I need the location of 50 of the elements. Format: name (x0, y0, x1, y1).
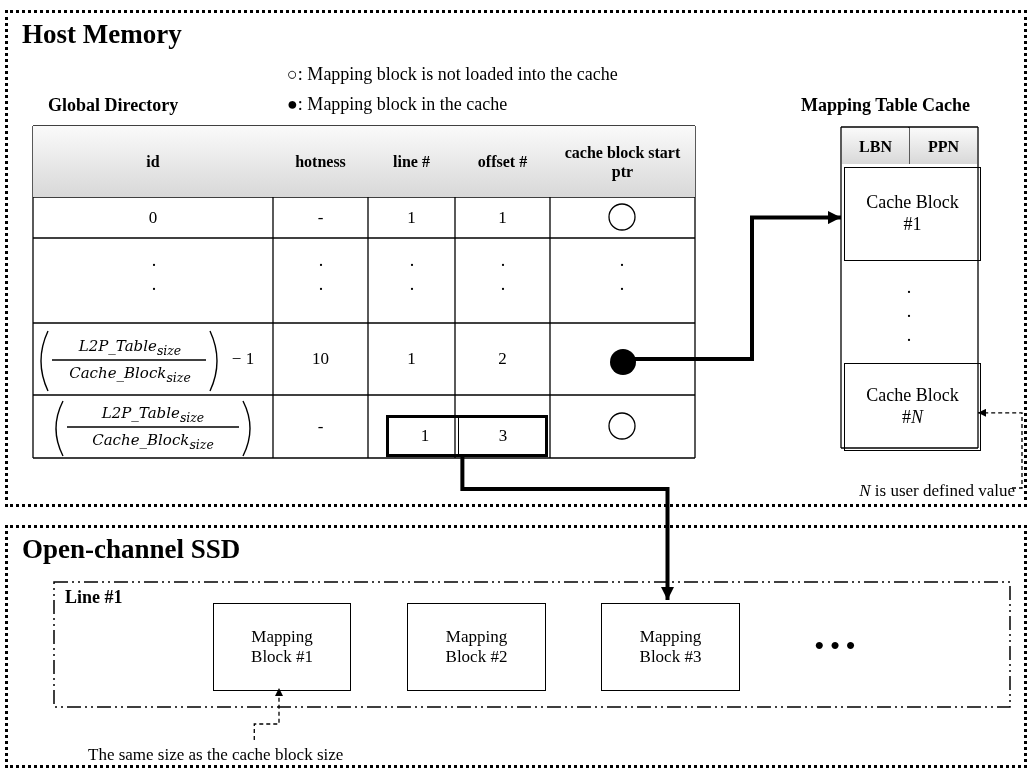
formula-term: L2P_Table$_{size}$ (100, 403, 206, 425)
formula-term: Cache_Block$_{size}$ (91, 429, 215, 453)
table-value: - (316, 415, 325, 438)
legend-text: ○: Mapping block is not loaded into the cache (287, 63, 618, 86)
cache-block: Cache Block #1 (844, 167, 981, 261)
table-value: 1 (419, 425, 431, 447)
table-title: Mapping Table Cache (799, 95, 971, 116)
leader-line (977, 408, 1023, 489)
column-header: hotness (273, 126, 368, 197)
ellipsis-dots: • • • (813, 632, 857, 660)
leader-line (253, 687, 283, 741)
legend-text: ●: Mapping block in the cache (287, 93, 508, 116)
table-value: 1 (406, 206, 417, 229)
column-header: offset # (455, 126, 550, 197)
column-header: cache block start ptr (550, 126, 695, 197)
ellipsis-dots: . . . (905, 276, 913, 347)
table-value: 1 (497, 206, 508, 229)
line-title: Line #1 (65, 587, 123, 608)
table-title: Global Directory (48, 95, 179, 116)
line-frame (53, 581, 1011, 708)
ellipsis-dots: . . (618, 249, 626, 296)
highlight-box (386, 415, 548, 457)
table-value: 3 (497, 425, 509, 447)
section-title: Host Memory (22, 19, 182, 50)
column-header: PPN (910, 128, 977, 164)
formula-term: Cache_Block$_{size}$ (68, 362, 192, 386)
table-value: 0 (147, 206, 159, 229)
column-header: id (33, 126, 273, 197)
table-value: 10 (311, 348, 330, 370)
table-value: - (316, 206, 325, 229)
mapping-block: Mapping Block #3 (601, 603, 740, 691)
column-header: LBN (842, 128, 909, 164)
table-value: 1 (406, 348, 417, 370)
arrow (633, 211, 841, 361)
arrow (460, 454, 674, 600)
column-header: line # (368, 126, 455, 197)
table-value: − 1 (230, 348, 256, 370)
formula-term: L2P_Table$_{size}$ (77, 336, 183, 358)
ellipsis-dots: . . (499, 249, 507, 296)
filled-circle-marker (610, 349, 636, 375)
note-text: N is user defined value (783, 479, 1015, 503)
ellipsis-dots: . . (408, 249, 416, 296)
mapping-block: Mapping Block #1 (213, 603, 351, 691)
mapping-block: Mapping Block #2 (407, 603, 546, 691)
ellipsis-dots: . . (150, 249, 158, 296)
section-title: Open-channel SSD (22, 534, 241, 565)
memory-region-frame (5, 525, 1027, 768)
ellipsis-dots: . . (317, 249, 325, 296)
note-text: The same size as the cache block size (88, 743, 456, 767)
table-value: 2 (497, 348, 508, 370)
